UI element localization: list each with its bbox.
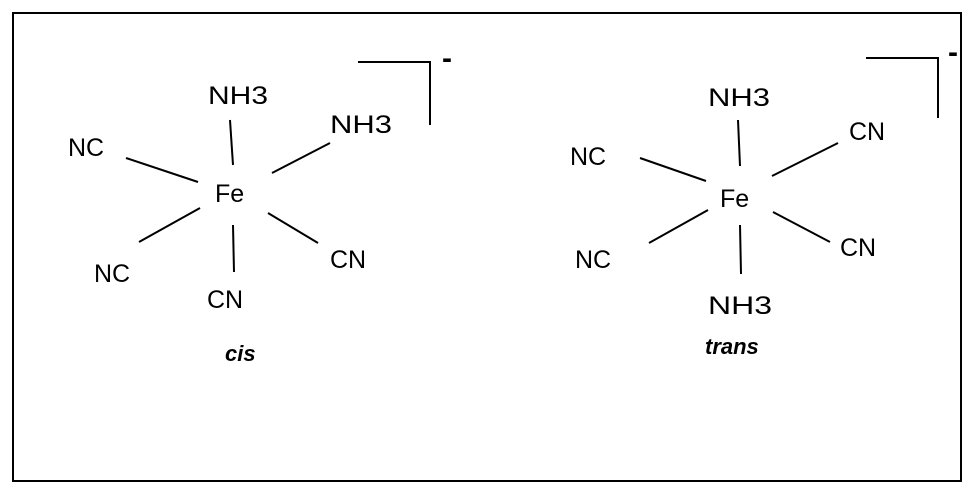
- cis-bracket: [358, 61, 431, 125]
- cis-bond-upper-left: [125, 157, 199, 183]
- trans-ligand-top-text: NH3: [708, 84, 770, 112]
- cis-bond-top: [229, 119, 234, 166]
- cis-ligand-upper-left: NC: [68, 134, 104, 162]
- trans-ligand-upper-right: CN: [849, 118, 885, 146]
- trans-ligand-lower-left: NC: [575, 246, 611, 274]
- cis-ligand-lower-left: NC: [94, 260, 130, 288]
- trans-bond-lower-left: [648, 209, 709, 244]
- trans-bond-lower-right: [772, 211, 831, 243]
- cis-bond-upper-right: [271, 142, 331, 174]
- trans-isomer: Fe NH3 CN NC NC CN NH3 - trans: [570, 36, 958, 359]
- cis-ligand-bottom: CN: [207, 286, 243, 314]
- trans-bond-upper-left: [639, 157, 707, 182]
- cis-ligand-upper-right-text: NH3: [330, 111, 392, 139]
- cis-ligand-top-text: NH3: [208, 82, 268, 110]
- cis-ligand-lower-right: CN: [330, 246, 366, 274]
- cis-bond-bottom: [232, 224, 235, 273]
- cis-bond-lower-left: [138, 207, 201, 243]
- cis-bond-lower-right: [267, 212, 319, 244]
- cis-isomer: Fe NH3 NH3 NC NC CN CN - cis: [68, 42, 452, 366]
- trans-ligand-bottom-text: NH3: [708, 292, 772, 320]
- trans-bracket: [866, 57, 939, 118]
- cis-center-atom: Fe: [215, 180, 244, 208]
- cis-ligand-top: NH3: [208, 82, 268, 110]
- trans-bond-upper-right: [771, 142, 839, 177]
- cis-ligand-upper-right: NH3: [330, 111, 392, 139]
- cis-charge: -: [442, 42, 452, 75]
- trans-bond-bottom: [739, 224, 742, 275]
- trans-ligand-top: NH3: [708, 84, 770, 112]
- trans-ligand-upper-left: NC: [570, 143, 606, 171]
- trans-ligand-bottom: NH3: [708, 292, 772, 320]
- cis-caption: cis: [225, 341, 256, 366]
- trans-ligand-lower-right: CN: [840, 234, 876, 262]
- trans-center-atom: Fe: [720, 185, 749, 213]
- trans-charge: -: [948, 36, 958, 69]
- trans-bond-top: [737, 119, 741, 167]
- trans-caption: trans: [705, 334, 759, 359]
